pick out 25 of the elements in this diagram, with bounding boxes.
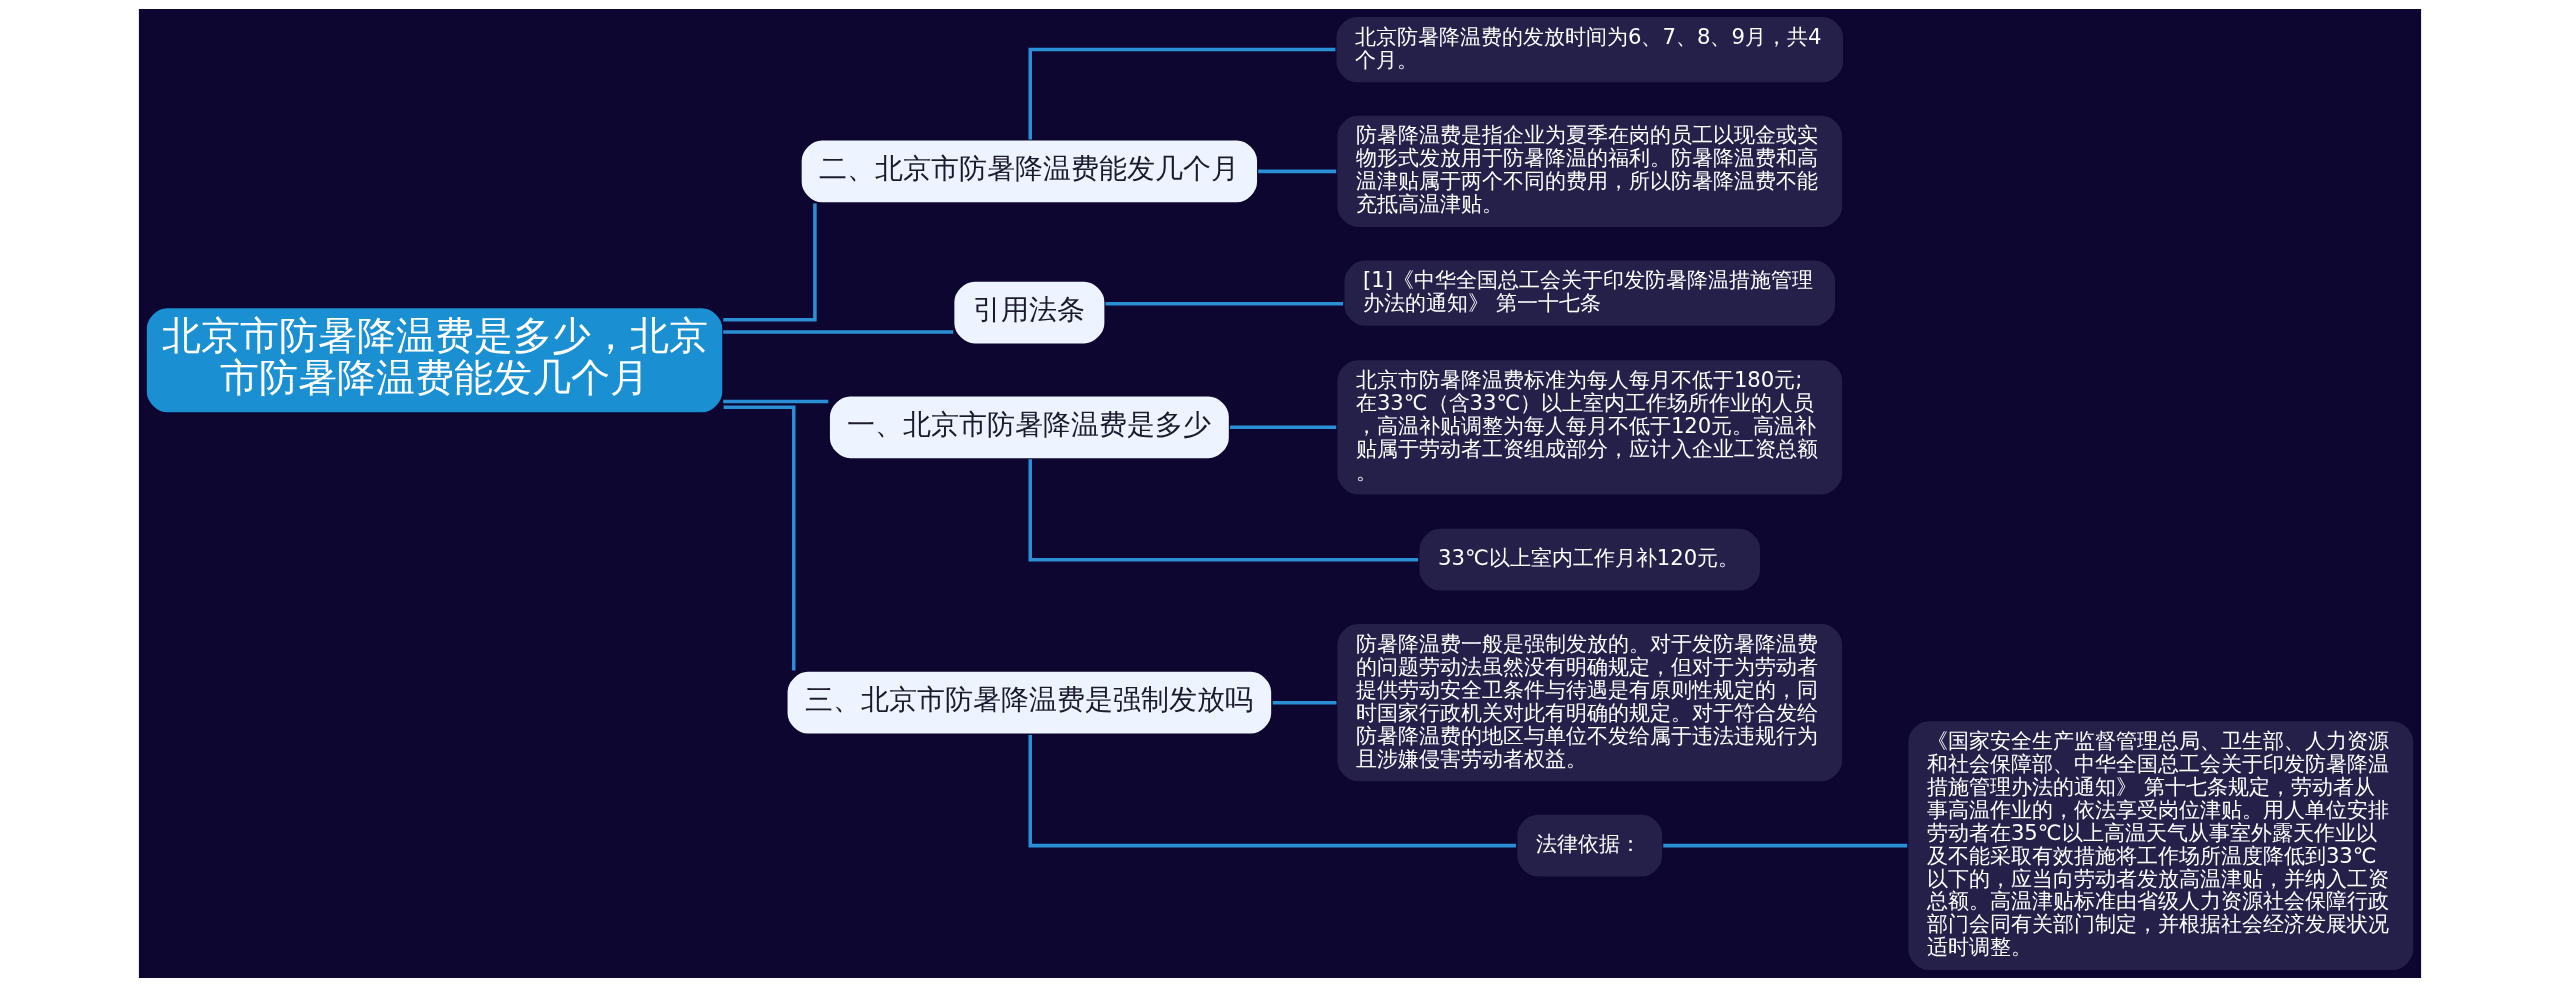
node-box: 《国家安全生产监督管理总局、卫生部、人力资源和社会保障部、中华全国总工会关于印发防暑降温措施管理办法的通知》 第十七条规定，劳动者从事高温作业的，依法享受岗位津贴。用人单位安排劳动者在35℃以上高温天气从事室外露天作业以及不能采取有效措施将工作场所温度降低到33℃以下的，应当向劳动者发放高温津贴，并纳入工资总额。高温津贴标准由省级人力资源社会保障行政部门会同有关部门制定，并根据社会经济发展状况适时调整。 (1906, 718, 2415, 972)
node-box: 北京市防暑降温费标准为每人每月不低于180元;在33℃（含33℃）以上室内工作场所作业的人员，高温补贴调整为每人每月不低于120元。高温补贴属于劳动者工资组成部分，应计入企业工资总额。 (1335, 357, 1844, 496)
connector (1258, 169, 1337, 173)
node-box: 防暑降温费是指企业为夏季在岗的员工以现金或实物形式发放用于防暑降温的福利。防暑降温费和高温津贴属于两个不同的费用，所以防暑降温费不能充抵高温津贴。 (1335, 113, 1844, 229)
node-box: 一、北京市防暑降温费是多少 (828, 394, 1231, 460)
connector (723, 405, 796, 670)
connector (723, 203, 817, 321)
connector (1272, 700, 1337, 704)
node-box: 法律依据： (1515, 812, 1664, 878)
node-box: 引用法条 (952, 279, 1107, 345)
connector (1028, 458, 1419, 561)
connector (1105, 301, 1344, 306)
node-box: 三、北京市防暑降温费是强制发放吗 (785, 669, 1273, 735)
node-box: [1]《中华全国总工会关于印发防暑降温措施管理办法的通知》 第一十七条 (1342, 258, 1837, 328)
node-box: 北京市防暑降温费是多少，北京市防暑降温费能发几个月 (145, 305, 724, 414)
node-box: 防暑降温费一般是强制发放的。对于发防暑降温费的问题劳动法虽然没有明确规定，但对于为劳动者提供劳动安全卫条件与待遇是有原则性规定的，同时国家行政机关对此有明确的规定。对于符合发给防暑降温费的地区与单位不发给属于违法违规行为且涉嫌侵害劳动者权益。 (1335, 621, 1844, 783)
node-box: 二、北京市防暑降温费能发几个月 (799, 138, 1259, 204)
connector (1663, 843, 1908, 847)
node-box: 北京防暑降温费的发放时间为6、7、8、9月，共4个月。 (1334, 14, 1845, 84)
connector (1230, 425, 1337, 429)
connector (723, 399, 829, 403)
connector (723, 329, 954, 334)
connector (1028, 47, 1336, 139)
connector (1028, 734, 1517, 847)
node-box: 33℃以上室内工作月补120元。 (1417, 526, 1762, 592)
